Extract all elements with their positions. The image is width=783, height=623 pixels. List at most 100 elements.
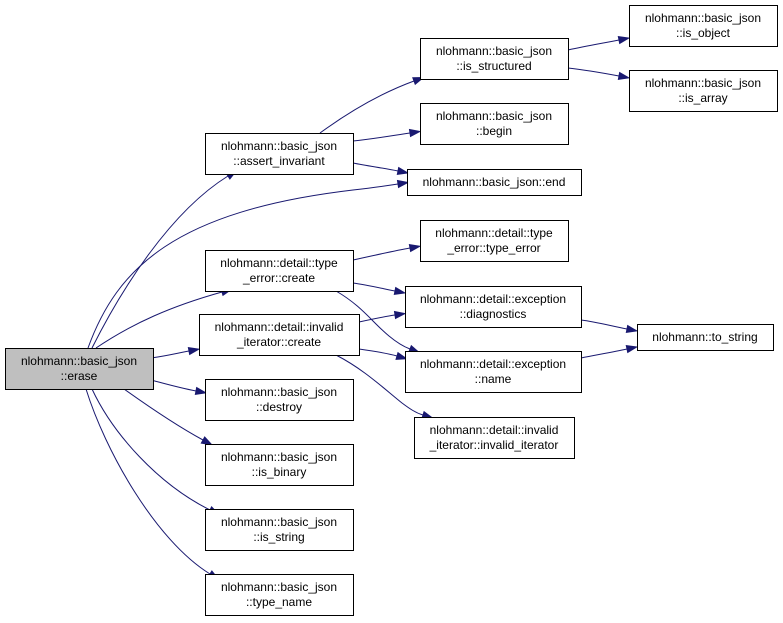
edge-line <box>335 354 424 416</box>
node-box[interactable] <box>420 103 569 145</box>
edge-arrowhead <box>393 310 407 320</box>
node-box[interactable] <box>5 348 154 390</box>
node-box[interactable] <box>205 444 354 486</box>
edge-erase-to-destroy <box>150 379 208 396</box>
node-box[interactable] <box>629 70 778 112</box>
edge-arrowhead <box>187 346 201 356</box>
node-exception-name[interactable]: nlohmann::detail::exception::name <box>405 351 582 393</box>
node-label-line: nlohmann::basic_json <box>436 44 552 58</box>
node-destroy[interactable]: nlohmann::basic_json::destroy <box>205 379 354 421</box>
edge-line <box>123 388 204 441</box>
node-label-line: _iterator::create <box>236 335 321 349</box>
node-box[interactable] <box>205 133 354 175</box>
node-label-line: nlohmann::basic_json <box>645 76 761 90</box>
edge-line <box>567 67 620 77</box>
node-box[interactable] <box>637 324 774 351</box>
node-label-line: ::is_structured <box>456 59 531 73</box>
node-is-object[interactable]: nlohmann::basic_json::is_object <box>629 5 778 47</box>
edge-erase-to-invalid_iterator_create <box>150 346 201 359</box>
edge-type_error_create-to-type_error_ctor <box>352 243 422 261</box>
edge-exception_name-to-to_string <box>580 344 639 359</box>
node-box[interactable] <box>420 220 569 262</box>
node-box[interactable] <box>414 417 575 459</box>
node-label-line: ::is_binary <box>252 465 307 479</box>
node-is-binary[interactable]: nlohmann::basic_json::is_binary <box>205 444 354 486</box>
node-label-line: ::assert_invariant <box>233 154 325 168</box>
node-label-line: _error::create <box>242 271 315 285</box>
node-box[interactable] <box>420 38 569 80</box>
node-diagnostics[interactable]: nlohmann::detail::exception::diagnostics <box>405 286 582 328</box>
edge-line <box>352 247 411 261</box>
node-label-line: nlohmann::basic_json <box>21 354 137 368</box>
node-is-structured[interactable]: nlohmann::basic_json::is_structured <box>420 38 569 80</box>
node-is-array[interactable]: nlohmann::basic_json::is_array <box>629 70 778 112</box>
node-type-error-ctor[interactable]: nlohmann::detail::type_error::type_error <box>420 220 569 262</box>
edge-arrowhead <box>396 179 410 189</box>
edge-line <box>91 175 229 349</box>
edge-line <box>567 39 620 51</box>
node-label-line: nlohmann::basic_json <box>436 109 552 123</box>
edge-line <box>580 348 628 359</box>
edge-erase-to-type_name <box>85 388 220 581</box>
edge-type_error_create-to-diagnostics <box>352 282 407 296</box>
node-label-line: nlohmann::detail::exception <box>420 357 566 371</box>
node-label-line: nlohmann::to_string <box>652 330 757 344</box>
edge-arrowhead <box>396 166 410 176</box>
edge-invalid_iterator_create-to-exception_name <box>358 348 409 360</box>
node-label-line: ::erase <box>61 369 98 383</box>
edge-arrowhead <box>625 344 639 354</box>
node-box[interactable] <box>407 169 582 196</box>
node-is-string[interactable]: nlohmann::basic_json::is_string <box>205 509 354 551</box>
edge-line <box>91 388 211 511</box>
node-label-line: nlohmann::detail::exception <box>420 292 566 306</box>
node-type-error-create[interactable]: nlohmann::detail::type_error::create <box>205 250 354 292</box>
node-label-line: nlohmann::basic_json <box>221 450 337 464</box>
node-to-string[interactable]: nlohmann::to_string <box>637 324 774 351</box>
node-box[interactable] <box>205 250 354 292</box>
edge-line <box>95 291 223 349</box>
edge-assert_invariant-to-begin <box>352 128 422 142</box>
edge-is_structured-to-is_array <box>567 67 631 81</box>
node-box[interactable] <box>629 5 778 47</box>
node-invalid-iterator-ctor[interactable]: nlohmann::detail::invalid_iterator::inva… <box>414 417 575 459</box>
edge-erase-to-is_string <box>91 388 221 516</box>
node-label-line: _iterator::invalid_iterator <box>429 438 559 452</box>
edge-arrowhead <box>408 243 422 253</box>
edge-line <box>319 80 415 134</box>
node-box[interactable] <box>405 351 582 393</box>
edge-assert_invariant-to-end <box>352 162 410 176</box>
node-label-line: nlohmann::basic_json <box>221 515 337 529</box>
edge-line <box>150 379 197 392</box>
node-box[interactable] <box>205 574 354 616</box>
edge-line <box>85 388 211 575</box>
node-end[interactable]: nlohmann::basic_json::end <box>407 169 582 196</box>
node-begin[interactable]: nlohmann::basic_json::begin <box>420 103 569 145</box>
node-assert-invariant[interactable]: nlohmann::basic_json::assert_invariant <box>205 133 354 175</box>
edge-line <box>352 282 396 292</box>
node-label-line: nlohmann::basic_json <box>221 139 337 153</box>
node-label-line: ::name <box>475 372 512 386</box>
nodes-layer: nlohmann::basic_json::erasenlohmann::bas… <box>5 5 778 616</box>
node-label-line: ::type_name <box>246 595 312 609</box>
node-label-line: ::diagnostics <box>460 307 527 321</box>
node-label-line: ::destroy <box>256 400 302 414</box>
edge-line <box>352 132 411 142</box>
node-box[interactable] <box>205 379 354 421</box>
node-label-line: nlohmann::detail::invalid <box>430 423 559 437</box>
node-box[interactable] <box>205 509 354 551</box>
node-label-line: ::is_string <box>253 530 304 544</box>
edge-erase-to-end <box>87 179 410 349</box>
node-box[interactable] <box>405 286 582 328</box>
edge-arrowhead <box>393 286 407 296</box>
edge-line <box>352 162 399 172</box>
edge-line <box>335 290 411 350</box>
node-invalid-iterator-create[interactable]: nlohmann::detail::invalid_iterator::crea… <box>199 314 360 356</box>
node-type-name[interactable]: nlohmann::basic_json::type_name <box>205 574 354 616</box>
node-erase[interactable]: nlohmann::basic_json::erase <box>5 348 154 390</box>
edge-line <box>358 348 398 357</box>
node-box[interactable] <box>199 314 360 356</box>
edge-assert_invariant-to-is_structured <box>319 76 425 134</box>
node-label-line: nlohmann::basic_json <box>221 385 337 399</box>
edge-arrowhead <box>617 35 631 45</box>
